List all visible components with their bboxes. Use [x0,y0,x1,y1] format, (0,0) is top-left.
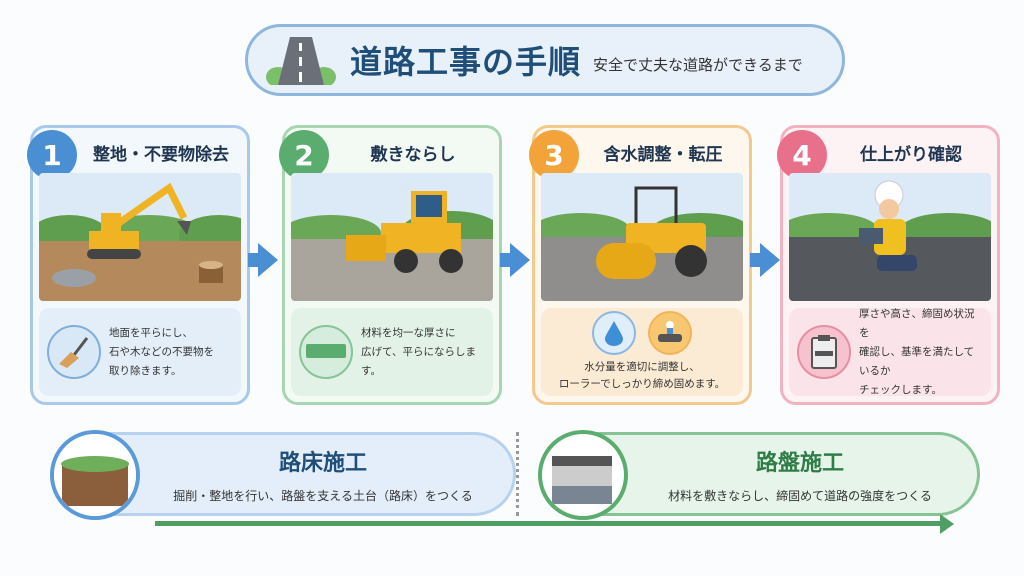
step-title: 敷きならし [370,145,456,165]
inspector-illustration [789,173,991,301]
phase-description: 掘削・整地を行い、路盤を支える土台（路床）をつくる [173,489,473,503]
step-number: 4 [777,130,827,180]
step-description-box: 水分量を適切に調整し、 ローラーでしっかり締め固めます。 [541,308,743,396]
clipboard-icon [797,325,851,379]
next-arrow-icon [500,243,530,277]
step-description-box: 地面を平らにし、 石や木などの不要物を 取り除きます。 [39,308,241,396]
roller-illustration [541,173,743,301]
step-card-3: 3 含水調整・転圧 水分量を適切に調整し、 ローラーでしっかり締め固めます。 [529,125,752,405]
step-title: 整地・不要物除去 [93,145,229,165]
road-icon [266,37,336,85]
step-description: 材料を均一な厚さに 広げて、平らにならします。 [361,326,476,377]
step-description: 地面を平らにし、 石や木などの不要物を 取り除きます。 [109,326,214,377]
step-description-box: 厚さや高さ、締固め状況を 確認し、基準を満たしているか チェックします。 [789,308,991,396]
water-drop-icon [592,311,636,355]
level-layer-icon [299,325,353,379]
phase-title: 路床施工 [278,451,367,476]
step-card-4: 4 仕上がり確認 厚さや高さ、締固め状況を 確認し、基準を満たしているか チェッ… [777,125,1000,405]
progress-arrowhead-icon [940,514,954,534]
step-number: 1 [27,130,77,180]
next-arrow-icon [750,243,780,277]
phase-subgrade: 路床施工 掘削・整地を行い、路盤を支える土台（路床）をつくる [90,432,516,516]
roadbed-layers-icon [538,430,628,520]
step-card-2: 2 敷きならし 材料を均一な厚さに 広げて、平らにならします。 [279,125,502,405]
step-title: 仕上がり確認 [860,145,962,165]
page-title: 道路工事の手順 [350,43,582,81]
title-banner: 道路工事の手順 安全で丈夫な道路ができるまで [245,24,845,96]
step-description-box: 材料を均一な厚さに 広げて、平らにならします。 [291,308,493,396]
soil-icon [50,430,140,520]
next-arrow-icon [248,243,278,277]
excavator-illustration [39,173,241,301]
bulldozer-illustration [291,173,493,301]
phase-description: 材料を敷きならし、締固めて道路の強度をつくる [668,489,932,503]
page-subtitle: 安全で丈夫な道路ができるまで [593,55,803,74]
step-number: 2 [279,130,329,180]
step-number: 3 [529,130,579,180]
compactor-icon [648,311,692,355]
phase-roadbed: 路盤施工 材料を敷きならし、締固めて道路の強度をつくる [580,432,980,516]
progress-arrow-line [155,521,945,526]
phase-divider [516,432,519,516]
phase-title: 路盤施工 [755,451,844,476]
step-description: 厚さや高さ、締固め状況を 確認し、基準を満たしているか チェックします。 [859,307,975,396]
step-description: 水分量を適切に調整し、 ローラーでしっかり締め固めます。 [558,361,726,390]
step-title: 含水調整・転圧 [603,145,723,165]
broom-icon [47,325,101,379]
step-card-1: 1 整地・不要物除去 地面を平らにし、 石や木などの不要物を 取り除きます。 [27,125,250,405]
